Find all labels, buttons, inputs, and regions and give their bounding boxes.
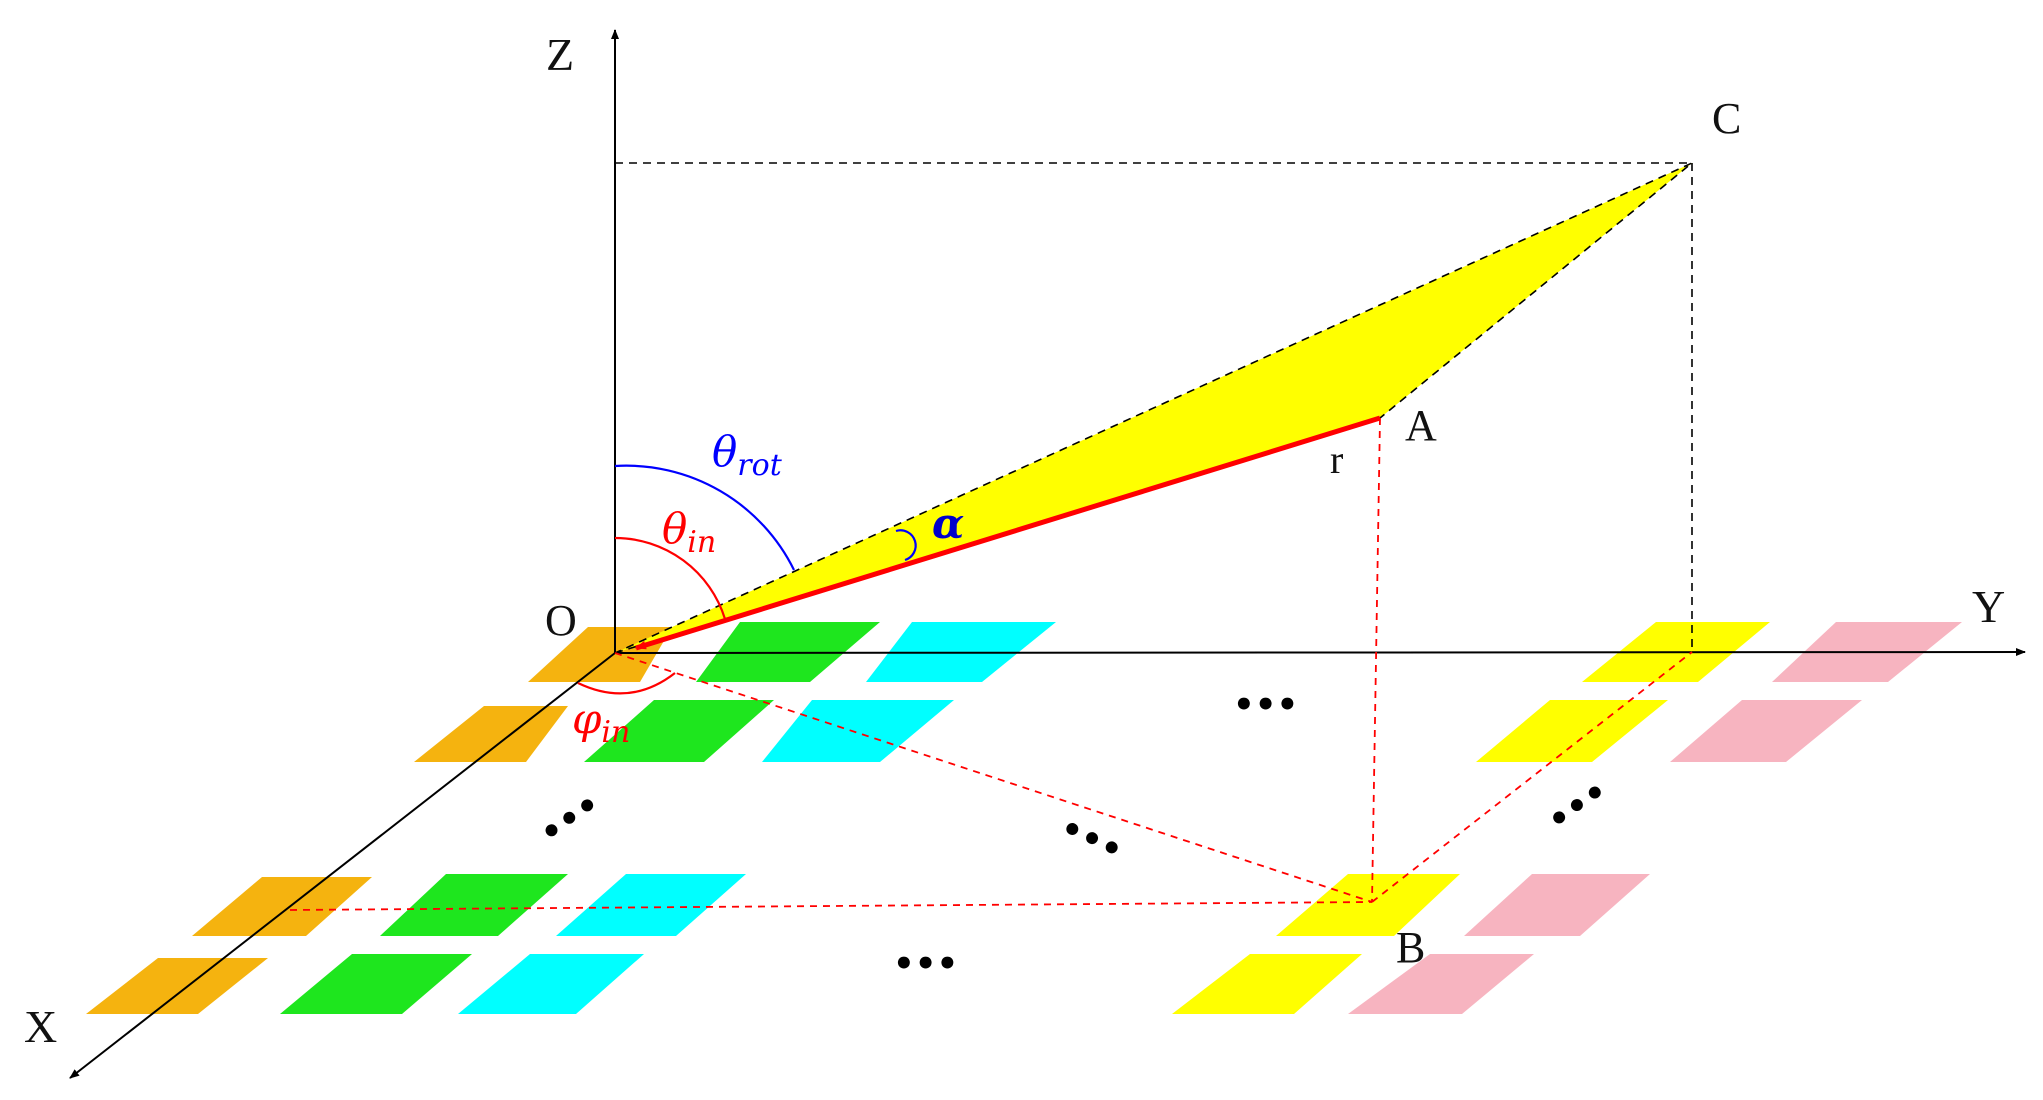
theta-rot-arc bbox=[614, 464, 795, 571]
phi-symbol: φ bbox=[572, 694, 602, 743]
theta-in-label: θin bbox=[662, 504, 716, 560]
ellipsis-dots: ••• bbox=[893, 944, 958, 984]
r-label: r bbox=[1330, 437, 1343, 482]
x-axis bbox=[69, 652, 616, 1079]
tile-green bbox=[584, 700, 774, 762]
ob-line bbox=[614, 652, 1373, 903]
theta-in-arc bbox=[614, 536, 727, 620]
axes bbox=[69, 29, 2026, 1079]
tile-green bbox=[280, 954, 472, 1014]
construction-lines bbox=[615, 162, 1693, 652]
b-x-parallel-line bbox=[289, 901, 1373, 911]
y-axis-label: Y bbox=[1972, 581, 2005, 632]
tile-yellow bbox=[1476, 700, 1668, 762]
phi-in-arc bbox=[577, 672, 676, 695]
x-axis-label: X bbox=[24, 1001, 57, 1052]
tile-cyan bbox=[458, 954, 644, 1014]
ellipsis-dots: ••• bbox=[1233, 685, 1298, 725]
reflection-plane bbox=[614, 162, 1693, 654]
tile-orange bbox=[414, 706, 568, 762]
tile-pink bbox=[1670, 700, 1862, 762]
ellipsis-dots-diagonal: ••• bbox=[532, 784, 608, 854]
incident-ray bbox=[634, 415, 1381, 651]
angle-arcs bbox=[577, 464, 917, 695]
projection-lines bbox=[289, 417, 1693, 911]
point-b-label: B bbox=[1396, 923, 1425, 972]
tile-pink bbox=[1348, 954, 1534, 1014]
tile-green bbox=[380, 874, 568, 936]
tile-pink bbox=[1464, 874, 1650, 936]
point-a-label: A bbox=[1405, 401, 1437, 450]
y-axis bbox=[614, 648, 2026, 657]
tile-orange bbox=[86, 958, 268, 1014]
b-y-parallel-line bbox=[1371, 651, 1693, 903]
phi-in-label: φin bbox=[572, 694, 630, 750]
tile-orange bbox=[528, 627, 672, 682]
point-c-label: C bbox=[1712, 94, 1741, 143]
theta-rot-label: θrot bbox=[712, 427, 783, 483]
tile-cyan bbox=[762, 700, 954, 762]
z-axis-label: Z bbox=[546, 29, 574, 80]
a-drop-line bbox=[1371, 417, 1381, 903]
theta-symbol: θ bbox=[712, 427, 737, 476]
phi-in-subscript: in bbox=[601, 715, 630, 750]
tile-grid bbox=[86, 622, 1962, 1014]
tile-yellow bbox=[1172, 954, 1362, 1014]
ellipsis-dots-diagonal: ••• bbox=[1053, 808, 1129, 872]
alpha-label: α bbox=[932, 499, 964, 548]
alpha-arc bbox=[895, 529, 917, 562]
origin-label: O bbox=[545, 596, 577, 645]
theta-in-subscript: in bbox=[687, 525, 716, 560]
tile-orange bbox=[192, 877, 372, 936]
theta-rot-subscript: rot bbox=[737, 448, 782, 483]
tile-cyan bbox=[556, 874, 746, 936]
ellipsis-dots-diagonal: ••• bbox=[1540, 771, 1616, 841]
theta-symbol: θ bbox=[662, 504, 687, 553]
tile-yellow bbox=[1276, 874, 1460, 936]
